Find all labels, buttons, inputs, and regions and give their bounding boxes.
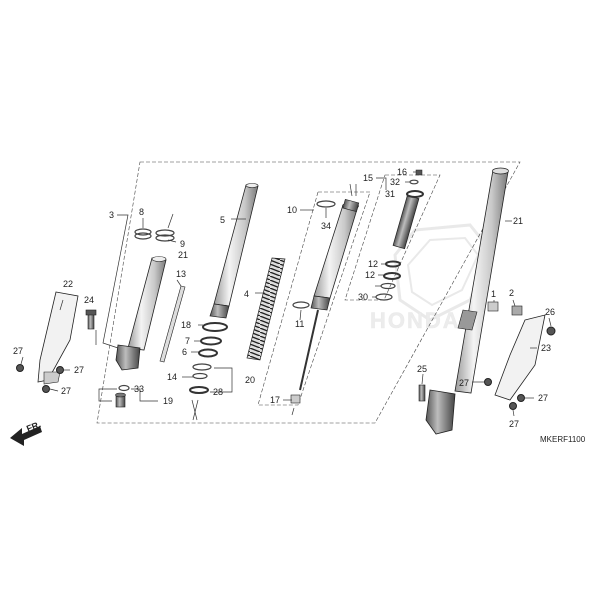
- honda-watermark: HONDA: [370, 223, 492, 333]
- part-label-12b: 12: [365, 270, 375, 280]
- clip-1: [487, 301, 499, 312]
- watermark-text: HONDA: [370, 308, 461, 333]
- seal-30: [406, 190, 424, 198]
- part-label-24: 23: [541, 343, 551, 353]
- diagram-code: MKERF1100: [540, 435, 586, 444]
- small-bolt-left-b: [56, 366, 64, 374]
- part-label-25a: 24: [84, 295, 94, 305]
- part-label-27e: 27: [538, 393, 548, 403]
- small-bolt-right-a: [484, 378, 492, 386]
- small-bolt-left-c: [42, 385, 50, 393]
- fork-spring: [246, 257, 286, 361]
- small-bolt-right-b: [517, 394, 525, 402]
- part-label-2: 2: [509, 288, 514, 298]
- inner-tube: [209, 183, 259, 319]
- part-labels: 3 8 9 21 13 22 24 27 27 27 33 19 5 4 18 …: [13, 167, 586, 444]
- valve-stack: [392, 194, 420, 250]
- part-label-12a: 12: [368, 259, 378, 269]
- part-label-26: 26: [545, 307, 555, 317]
- part-label-11: 11: [295, 319, 304, 329]
- part-label-3: 3: [109, 210, 114, 220]
- leader-lines: [20, 171, 552, 421]
- seal-7: [200, 336, 222, 346]
- part-label-32: 30: [358, 292, 368, 302]
- part-label-21: 21: [513, 216, 523, 226]
- damper-cartridge-outline: [257, 191, 371, 406]
- part-label-5: 5: [220, 215, 225, 225]
- washer-29: [118, 384, 130, 392]
- part-label-6: 6: [182, 347, 187, 357]
- fork-guard-right: [494, 314, 546, 401]
- bolt-right: [418, 384, 426, 402]
- left-fork-assembly-outline: [96, 161, 521, 424]
- part-label-27d: 27: [459, 378, 469, 388]
- part-label-30: 31: [385, 189, 395, 199]
- small-bolt-right-c: [509, 402, 517, 410]
- small-bolt-left-a: [16, 364, 24, 372]
- part-label-4: 4: [244, 289, 249, 299]
- part-label-9: 9: [180, 239, 185, 249]
- part-label-8: 8: [139, 207, 144, 217]
- outer-tube-right: [425, 167, 509, 435]
- part-label-33: 34: [321, 221, 331, 231]
- part-label-13: 13: [176, 269, 186, 279]
- part-label-10: 10: [287, 205, 297, 215]
- part-label-1: 1: [491, 289, 496, 299]
- bushing-8: [134, 228, 152, 240]
- part-label-14: 19: [163, 396, 173, 406]
- ring-20: [192, 363, 212, 371]
- ring-34: [380, 282, 396, 290]
- part-label-7: 7: [185, 336, 190, 346]
- seal-33: [316, 200, 336, 208]
- clip-15: [192, 372, 208, 380]
- bolt-14: [115, 392, 126, 408]
- part-label-17: 16: [397, 167, 407, 177]
- bolt-26: [546, 326, 556, 336]
- front-direction-arrow: FR.: [10, 419, 42, 446]
- ring-12b: [383, 272, 401, 280]
- seal-6: [198, 348, 218, 358]
- washer-31: [409, 179, 419, 185]
- part-label-27b: 27: [74, 365, 84, 375]
- part-label-31: 32: [390, 177, 400, 187]
- clip-2: [511, 305, 523, 316]
- part-label-20: 20: [245, 375, 255, 385]
- part-label-22: 21: [178, 250, 188, 260]
- outer-tube-left: [115, 256, 167, 371]
- plug-18: [290, 394, 301, 404]
- part-label-27f: 27: [509, 419, 519, 429]
- ring-12a: [385, 260, 401, 268]
- part-label-25b: 25: [417, 364, 427, 374]
- bolt-17: [415, 169, 423, 176]
- fork-guard-left: [37, 291, 79, 385]
- part-label-15: 14: [167, 372, 177, 382]
- part-label-18: 17: [270, 395, 280, 405]
- rod-13: [159, 285, 186, 363]
- ring-28: [189, 386, 209, 394]
- part-label-19: 18: [181, 320, 191, 330]
- ring-32: [375, 293, 393, 301]
- seal-19: [202, 322, 228, 332]
- bolt-left: [85, 309, 97, 330]
- part-label-28: 28: [213, 387, 223, 397]
- part-label-27c: 27: [61, 386, 71, 396]
- part-label-16: 15: [363, 173, 373, 183]
- part-label-29: 33: [134, 384, 144, 394]
- seal-11: [292, 301, 310, 309]
- part-label-27a: 27: [13, 346, 23, 356]
- damper-cartridge: [299, 198, 360, 391]
- bushing-9: [155, 229, 175, 242]
- part-label-23: 22: [63, 279, 73, 289]
